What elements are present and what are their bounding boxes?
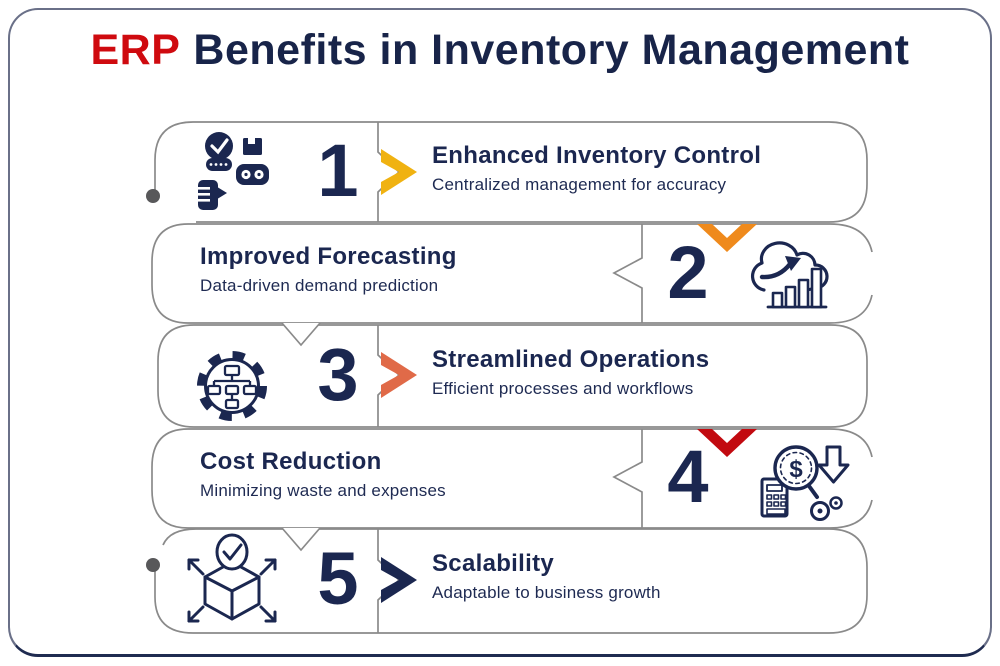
bubble-1 bbox=[154, 121, 868, 223]
gear-flowchart-icon bbox=[197, 351, 267, 421]
divider-2 bbox=[612, 224, 643, 323]
step-number-1: 1 bbox=[317, 129, 359, 212]
chevron-down-4-icon bbox=[697, 429, 757, 457]
chevron-right-3-icon bbox=[381, 352, 417, 398]
item-2-title: Improved Forecasting bbox=[200, 243, 457, 270]
item-2-subtitle: Data-driven demand prediction bbox=[200, 276, 439, 295]
step-number-3: 3 bbox=[317, 333, 359, 416]
bubble-4-tail bbox=[281, 527, 321, 552]
title-rest: Benefits in Inventory Management bbox=[193, 26, 910, 74]
item-3-text: Streamlined Operations Efficient process… bbox=[432, 346, 709, 399]
step-number-2: 2 bbox=[667, 231, 709, 314]
item-4-text: Cost Reduction Minimizing waste and expe… bbox=[200, 448, 446, 501]
scalability-box-icon bbox=[187, 533, 277, 623]
item-2-text: Improved Forecasting Data-driven demand … bbox=[200, 243, 457, 296]
item-5-subtitle: Adaptable to business growth bbox=[432, 583, 661, 602]
item-4-title: Cost Reduction bbox=[200, 448, 382, 475]
chevron-down-2-icon bbox=[697, 224, 757, 252]
chevron-right-5-icon bbox=[381, 557, 417, 603]
item-1-subtitle: Centralized management for accuracy bbox=[432, 175, 727, 194]
item-3-subtitle: Efficient processes and workflows bbox=[432, 379, 694, 398]
bubble-2 bbox=[151, 223, 873, 324]
bubble-3 bbox=[157, 324, 868, 428]
item-5-text: Scalability Adaptable to business growth bbox=[432, 550, 661, 603]
item-1-text: Enhanced Inventory Control Centralized m… bbox=[432, 142, 761, 195]
thread-end-dot bbox=[146, 558, 160, 572]
item-1-title: Enhanced Inventory Control bbox=[432, 142, 762, 169]
bubble-outlines bbox=[151, 121, 873, 634]
step-number-5: 5 bbox=[317, 537, 359, 620]
cost-reduction-icon: $ bbox=[760, 445, 850, 521]
cloud-growth-chart-icon bbox=[751, 241, 829, 309]
bubble-2-tail bbox=[281, 322, 321, 347]
title-highlight: ERP bbox=[90, 26, 181, 74]
item-3-title: Streamlined Operations bbox=[432, 346, 710, 373]
item-5-title: Scalability bbox=[432, 550, 555, 577]
dollar-glyph: $ bbox=[789, 456, 803, 483]
manufacturing-inventory-icon bbox=[198, 132, 269, 210]
bubble-4 bbox=[151, 428, 873, 529]
chevron-right-1-icon bbox=[381, 149, 417, 195]
divider-4 bbox=[612, 429, 643, 528]
bubble-5 bbox=[154, 528, 868, 634]
card-border bbox=[8, 8, 992, 657]
step-number-4: 4 bbox=[667, 435, 709, 518]
thread-start-dot bbox=[146, 189, 160, 203]
item-4-subtitle: Minimizing waste and expenses bbox=[200, 481, 446, 500]
